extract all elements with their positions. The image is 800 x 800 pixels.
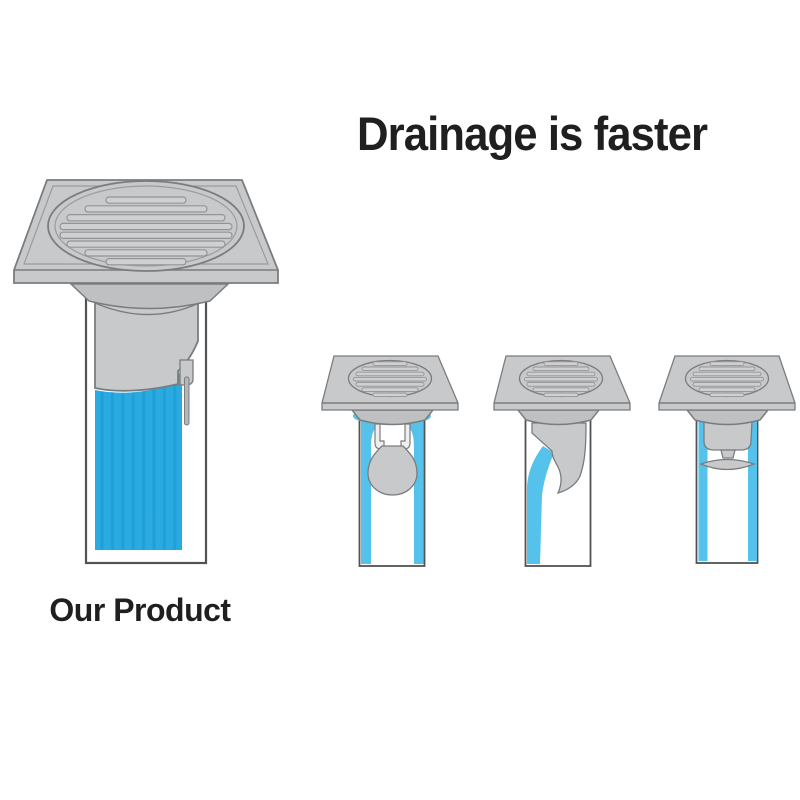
water-stream [527,446,554,564]
product-label: Our Product [49,592,231,628]
cup-stem [720,449,736,459]
drain-collar [685,409,770,426]
drain-collar [350,409,435,426]
drain-grille-inner-ring [54,185,238,267]
our-product-drain [13,179,279,565]
hook-right [400,423,411,450]
drain-collar [69,283,230,310]
comparison-drain-flap [493,355,631,567]
water-stripes [100,368,177,550]
comparison-drain-cone [658,355,796,564]
water-wall-right [405,421,424,564]
drain-grille-slats [524,361,598,398]
seal-cup [703,420,753,451]
water-flow [95,368,182,550]
drain-collar [516,409,601,426]
hook-left [374,423,385,450]
drain-rod [184,376,190,426]
water-wall-left [698,418,708,561]
collar-dome-line [94,302,200,316]
drain-grille-slats [353,361,427,398]
drain-grille-slats [690,361,764,398]
water-wall-left [361,421,380,564]
seal-cone-disc [699,458,756,471]
drain-funnel-sleeve [94,299,199,392]
drain-grille-slats [59,196,233,266]
comparison-drain-ball [321,355,459,567]
page-title: Drainage is faster [357,107,708,160]
water-wall-right [748,418,757,561]
seal-ball [367,445,418,496]
seal-flap [531,422,587,495]
